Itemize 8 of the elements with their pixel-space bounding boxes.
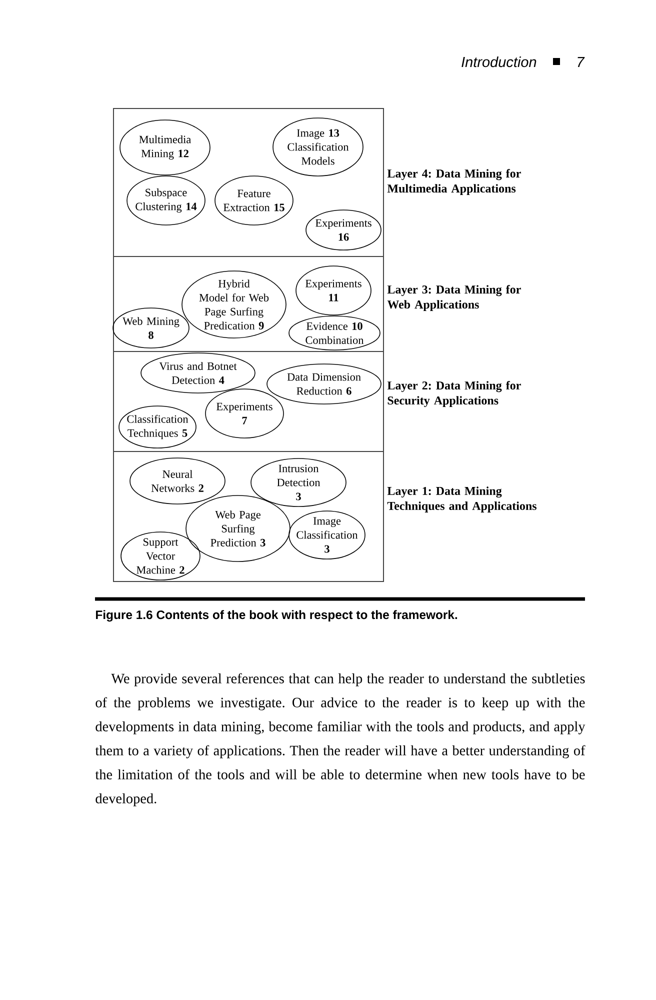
page-number: 7 <box>578 57 585 67</box>
running-header: Introduction <box>462 56 536 68</box>
layer-heading: Layer 4: Data Mining for Multimedia Applications <box>387 169 521 195</box>
layer-heading: Layer 2: Data Mining for Security Applications <box>387 380 521 408</box>
layer-heading: Layer 3: Data Mining for Web Applications <box>387 285 521 311</box>
figure-caption: Figure 1.6 Contents of the book with respect to the framework. <box>96 610 458 622</box>
layer-heading: Layer 1: Data Mining Techniques and Applications <box>387 486 536 512</box>
body-paragraph: We provide several references that can help the reader to understand the subtleties of the problems we investigate. Our advice to the reader is to keep up with the developments in data mining, become familiar with the tools and products, and apply them to a variety of applications. Then the reader will have a better understanding of the limitation of the tools and will be able to determine when new tools have to be developed. <box>95 673 586 806</box>
